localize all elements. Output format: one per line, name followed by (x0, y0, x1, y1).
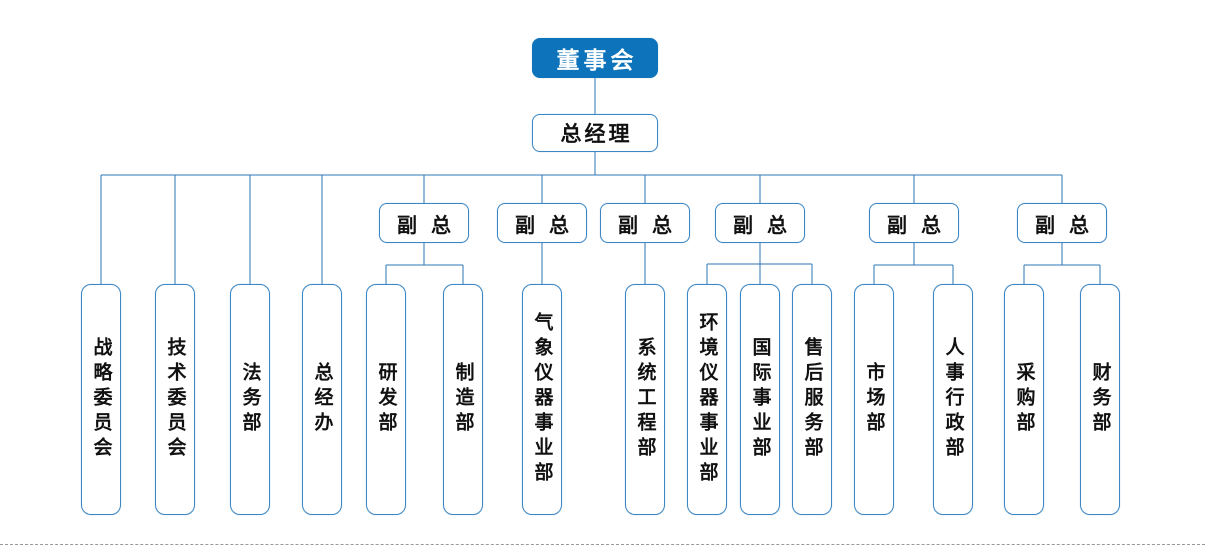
connector-vp-drops (423, 175, 1063, 203)
connector-vp5-subtree (873, 243, 954, 284)
node-dept-procurement[interactable]: 采购部 (1004, 284, 1044, 515)
node-dept-strategy-committee[interactable]: 战略委员会 (81, 284, 121, 515)
node-dept-finance[interactable]: 财务部 (1080, 284, 1120, 515)
node-dept-international-business[interactable]: 国际事业部 (740, 284, 780, 515)
node-dept-meteorological-instruments[interactable]: 气象仪器事业部 (522, 284, 562, 515)
page-bottom-divider (0, 544, 1205, 545)
connector-vp1-subtree (385, 243, 464, 284)
connector-vp6-subtree (1023, 243, 1101, 284)
node-dept-legal[interactable]: 法务部 (230, 284, 270, 515)
node-dept-technology-committee[interactable]: 技术委员会 (155, 284, 195, 515)
node-general-manager[interactable]: 总经理 (532, 114, 658, 152)
node-vp-1[interactable]: 副总 (379, 203, 469, 243)
node-dept-hr-admin[interactable]: 人事行政部 (933, 284, 973, 515)
node-dept-systems-engineering[interactable]: 系统工程部 (625, 284, 665, 515)
node-dept-manufacturing[interactable]: 制造部 (443, 284, 483, 515)
node-vp-6[interactable]: 副总 (1017, 203, 1107, 243)
connector-direct-department-drops (100, 175, 323, 284)
connector-vp4-subtree (706, 243, 813, 284)
node-dept-marketing[interactable]: 市场部 (854, 284, 894, 515)
node-vp-5[interactable]: 副总 (869, 203, 959, 243)
node-vp-3[interactable]: 副总 (600, 203, 690, 243)
node-dept-environmental-instruments[interactable]: 环境仪器事业部 (687, 284, 727, 515)
node-dept-after-sales-service[interactable]: 售后服务部 (792, 284, 832, 515)
node-dept-gm-office[interactable]: 总经办 (302, 284, 342, 515)
node-dept-rnd[interactable]: 研发部 (366, 284, 406, 515)
node-vp-4[interactable]: 副总 (715, 203, 805, 243)
node-vp-2[interactable]: 副总 (497, 203, 587, 243)
node-board[interactable]: 董事会 (532, 38, 658, 78)
